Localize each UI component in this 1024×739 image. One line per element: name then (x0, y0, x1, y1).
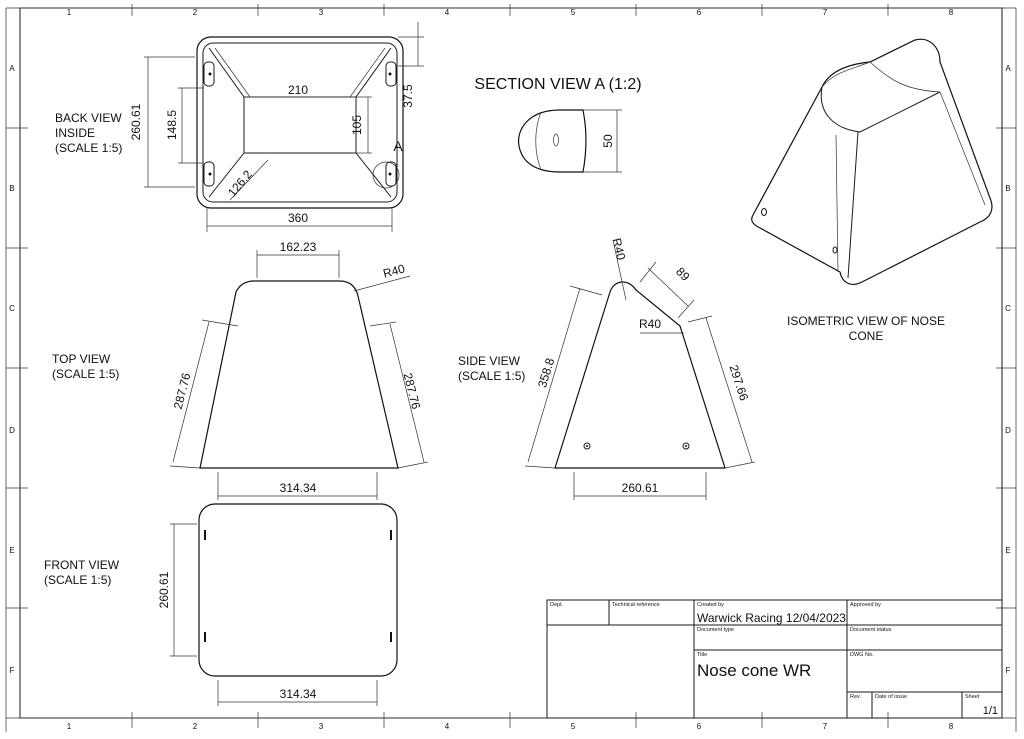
row-label: A (1005, 64, 1011, 73)
tb-sheet: 1/1 (983, 705, 998, 717)
dim-back-depth: 105 (350, 115, 364, 135)
dim-front-width: 314.34 (280, 687, 317, 701)
back-view-label: INSIDE (55, 126, 95, 140)
col-label: 2 (193, 8, 198, 17)
row-label: E (9, 546, 14, 555)
dim-front-height: 260.61 (157, 571, 171, 608)
row-label: F (1006, 666, 1011, 675)
col-label: 4 (445, 722, 450, 731)
side-view-label: SIDE VIEW (458, 354, 521, 368)
row-label: B (1005, 184, 1010, 193)
dim-side-right-edge: 297.66 (726, 363, 751, 403)
iso-view-label: ISOMETRIC VIEW OF NOSE (787, 314, 945, 328)
col-label: 3 (319, 8, 324, 17)
top-view-label: TOP VIEW (52, 352, 111, 366)
dim-section-height: 50 (601, 134, 615, 148)
top-view (169, 250, 429, 500)
top-view-label: (SCALE 1:5) (52, 367, 119, 381)
front-view (170, 503, 398, 706)
dim-back-inner-width: 210 (288, 83, 308, 97)
dim-back-inner-height: 148.5 (165, 110, 179, 140)
row-label: C (9, 304, 15, 313)
col-label: 4 (445, 8, 450, 17)
col-label: 1 (67, 8, 72, 17)
section-view-title: SECTION VIEW A (1:2) (474, 76, 641, 93)
dim-side-flat: 89 (673, 264, 693, 284)
tb-tech-ref-label: Technical reference (612, 602, 660, 608)
tb-rev-label: Rev. (850, 694, 861, 700)
grid-ticks (6, 4, 1016, 728)
row-label: D (1005, 426, 1011, 435)
iso-view-label: CONE (849, 329, 884, 343)
col-label: 2 (193, 722, 198, 731)
dim-top-left-edge: 287.76 (171, 371, 194, 410)
dim-top-radius: R40 (382, 261, 407, 280)
back-view (144, 22, 424, 232)
dim-side-radius-top: R40 (609, 237, 628, 262)
dim-back-offset: 37.5 (401, 84, 415, 108)
col-label: 5 (571, 722, 576, 731)
dim-side-bottom: 260.61 (622, 481, 659, 495)
dim-top-right-edge: 287.76 (401, 372, 424, 411)
tb-dept-label: Dept. (550, 602, 564, 608)
back-view-label: BACK VIEW (55, 111, 122, 125)
dim-side-left-edge: 358.8 (535, 356, 557, 389)
tb-created-by: Warwick Racing 12/04/2023 (697, 611, 846, 625)
row-label: F (10, 666, 15, 675)
dim-back-height: 260.61 (129, 103, 143, 140)
col-label: 6 (697, 722, 702, 731)
dim-top-bottom: 314.34 (280, 481, 317, 495)
tb-approved-by-label: Approved by (850, 602, 881, 608)
tb-date-issue-label: Date of issue (875, 694, 907, 700)
col-label: 1 (67, 722, 72, 731)
front-view-label: (SCALE 1:5) (44, 573, 111, 587)
tb-title: Nose cone WR (697, 661, 811, 680)
dim-side-radius-mid: R40 (639, 317, 661, 331)
dim-back-width: 360 (288, 211, 308, 225)
front-view-label: FRONT VIEW (44, 558, 120, 572)
title-block (546, 599, 1003, 719)
col-label: 8 (949, 8, 954, 17)
dim-top-width: 162.23 (280, 240, 317, 254)
tb-title-label: Title (697, 652, 707, 658)
row-label: A (9, 64, 15, 73)
col-label: 6 (697, 8, 702, 17)
detail-marker: A (393, 138, 403, 154)
row-label: D (9, 426, 15, 435)
side-view (524, 239, 756, 500)
isometric-view (751, 38, 993, 285)
back-view-label: (SCALE 1:5) (55, 141, 122, 155)
col-label: 7 (823, 8, 828, 17)
tb-doc-status-label: Document status (850, 627, 892, 633)
tb-created-by-label: Created by (697, 602, 724, 608)
section-view (517, 109, 622, 173)
side-view-label: (SCALE 1:5) (458, 369, 525, 383)
tb-doc-type-label: Document type (697, 627, 734, 633)
col-label: 5 (571, 8, 576, 17)
col-label: 3 (319, 722, 324, 731)
col-label: 8 (949, 722, 954, 731)
row-label: C (1005, 304, 1011, 313)
tb-sheet-label: Sheet (965, 694, 980, 700)
row-label: E (1005, 546, 1010, 555)
col-label: 7 (823, 722, 828, 731)
tb-dwg-no-label: DWG No. (850, 652, 874, 658)
row-label: B (9, 184, 14, 193)
